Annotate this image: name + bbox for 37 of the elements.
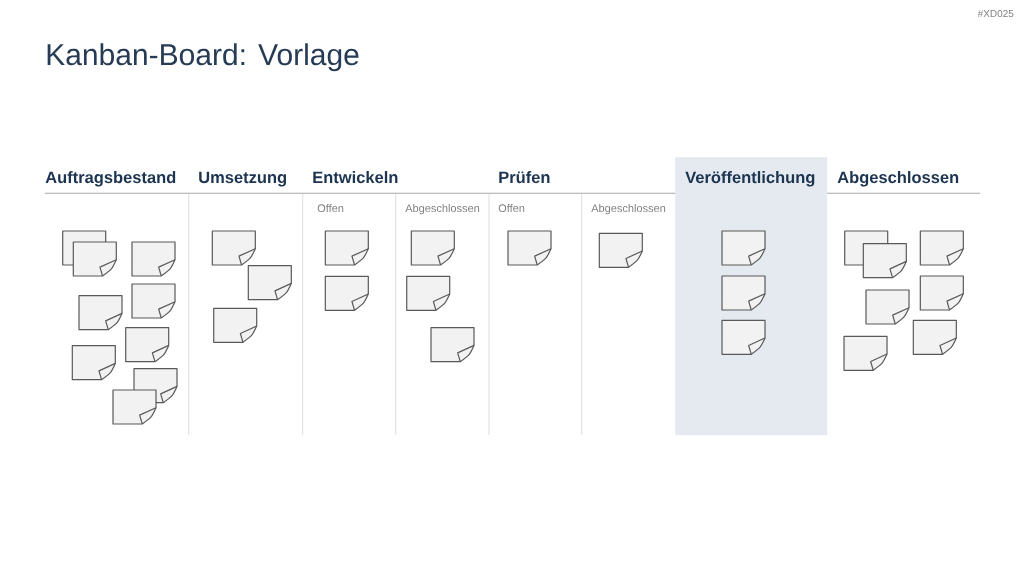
sticky-note: [862, 243, 907, 279]
sticky-note: [247, 265, 292, 301]
sticky-note: [131, 283, 176, 319]
sticky-note: [213, 307, 258, 343]
sticky-note: [112, 389, 157, 425]
reference-code: #XD025: [977, 10, 1014, 18]
sticky-note: [125, 327, 170, 363]
sticky-note: [843, 335, 888, 371]
sticky-note: [507, 230, 552, 266]
column-header: Prüfen: [499, 171, 550, 184]
sticky-note: [721, 319, 766, 355]
column-header: Umsetzung: [199, 171, 286, 187]
slide-title: Kanban-Board: Vorlage: [47, 43, 359, 72]
sticky-note: [912, 319, 957, 355]
sticky-note: [324, 230, 369, 266]
column-header: Entwickeln: [313, 171, 398, 184]
sticky-note: [72, 241, 117, 277]
sticky-note: [430, 327, 475, 363]
sticky-note: [211, 230, 256, 266]
sticky-note: [71, 345, 116, 381]
column-subheader: Offen: [498, 204, 525, 213]
column-header: Auftragsbestand: [45, 171, 176, 187]
column-subheader: Offen: [317, 204, 344, 213]
sticky-note: [131, 241, 176, 277]
sticky-note: [919, 230, 964, 266]
sticky-note: [324, 275, 369, 311]
sticky-note: [406, 275, 451, 311]
sticky-note: [78, 295, 123, 331]
sticky-note: [598, 232, 643, 268]
column-subheader: Abgeschlossen: [591, 204, 666, 215]
sticky-note: [919, 275, 964, 311]
column-header: Abgeschlossen: [837, 171, 959, 187]
column-subheader: Abgeschlossen: [405, 204, 480, 215]
sticky-note: [865, 289, 910, 325]
sticky-note: [721, 230, 766, 266]
sticky-note: [410, 230, 455, 266]
sticky-note: [721, 275, 766, 311]
